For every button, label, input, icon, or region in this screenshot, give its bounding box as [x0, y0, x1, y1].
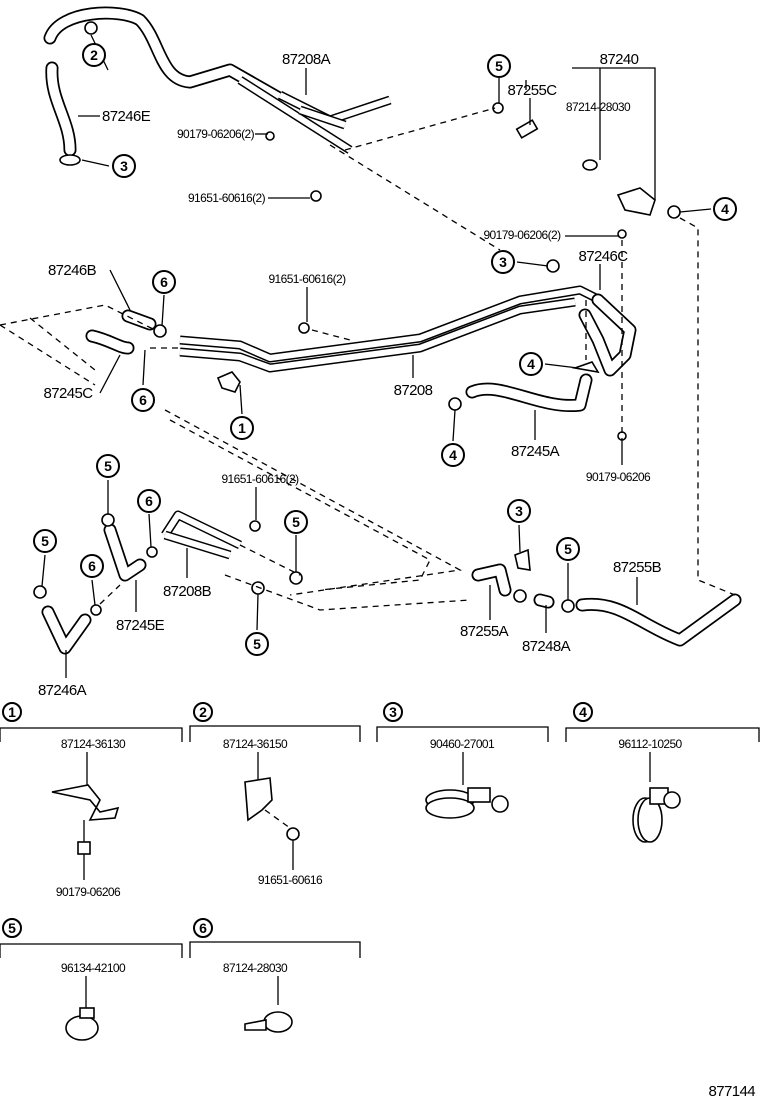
part-label: 87245C [44, 385, 94, 402]
callout-number: 3 [515, 503, 523, 519]
part-label: 91651-60616(2) [188, 191, 266, 205]
part-label: 87208B [163, 583, 212, 600]
part-label: 90179-06206 [586, 470, 651, 484]
callout-number: 5 [564, 541, 572, 557]
part-label: 87255C [508, 82, 558, 99]
legend-part: 87124-36150 [223, 737, 288, 751]
callout-number: 5 [41, 533, 49, 549]
legend-number: 4 [579, 704, 587, 720]
callout-number: 3 [120, 158, 128, 174]
callout-5: 5 [556, 537, 580, 561]
callout-5: 5 [245, 632, 269, 656]
legend-part: 87124-36130 [61, 737, 126, 751]
callout-6: 6 [137, 489, 161, 513]
clamps [33, 21, 681, 616]
part-label: 87248A [522, 638, 571, 655]
callout-number: 4 [527, 356, 535, 372]
callout-3: 3 [112, 154, 136, 178]
pipe-87208A [237, 76, 392, 154]
legend-part: 90179-06206 [56, 885, 121, 899]
part-label: 87245E [116, 617, 165, 634]
diagram-id: 877144 [709, 1083, 756, 1100]
callout-number: 5 [292, 514, 300, 530]
small-hoses-left [41, 309, 157, 655]
legend-part: 96134-42100 [61, 961, 126, 975]
callout-4: 4 [441, 443, 465, 467]
part-label: 87255A [460, 623, 509, 640]
callouts: 2 3 5 4 3 6 6 1 4 4 5 6 5 6 5 5 3 5 [33, 43, 737, 656]
callout-6: 6 [80, 554, 104, 578]
part-label: 87246C [579, 248, 629, 265]
top-hose-87246E [43, 6, 307, 157]
callout-6: 6 [152, 270, 176, 294]
part-label: 87208A [282, 51, 331, 68]
callout-number: 5 [104, 458, 112, 474]
legend-number: 6 [199, 920, 207, 936]
part-label: 90179-06206(2) [177, 127, 255, 141]
main-pipe-87208 [179, 285, 603, 373]
callout-4: 4 [713, 197, 737, 221]
callout-1: 1 [230, 416, 254, 440]
callout-number: 4 [721, 201, 729, 217]
legend-number: 1 [8, 704, 16, 720]
legend-number: 2 [199, 704, 207, 720]
callout-number: 6 [88, 558, 96, 574]
callout-number: 1 [238, 420, 246, 436]
part-label: 87246B [48, 262, 97, 279]
part-label: 91651-60616(2) [268, 272, 346, 286]
legend-6: 6 87124-28030 [189, 918, 361, 1033]
callout-number: 5 [495, 58, 503, 74]
legend-part: 90460-27001 [430, 737, 495, 751]
callout-5: 5 [284, 510, 308, 534]
legend-4: 4 96112-10250 [565, 702, 760, 843]
callout-3: 3 [507, 499, 531, 523]
part-label: 87255B [613, 559, 662, 576]
legend-5: 5 96134-42100 [0, 918, 183, 1041]
part-label: 87214-28030 [566, 100, 631, 114]
part-label: 91651-60616(2) [221, 472, 299, 486]
legend-part: 91651-60616 [258, 873, 323, 887]
leader-lines [41, 34, 712, 678]
callout-number: 5 [253, 636, 261, 652]
dashed-guides [0, 107, 736, 611]
callout-5: 5 [487, 54, 511, 78]
part-label: 87246E [102, 108, 151, 125]
part-label: 90179-06206(2) [483, 228, 561, 242]
callout-6: 6 [131, 388, 155, 412]
part-label: 87245A [511, 443, 560, 460]
part-label: 87240 [600, 51, 639, 68]
hose-87246C [578, 293, 637, 377]
callout-number: 4 [449, 447, 457, 463]
callout-number: 6 [145, 493, 153, 509]
callout-4: 4 [519, 352, 543, 376]
hose-87245A [465, 373, 593, 413]
callout-3: 3 [491, 250, 515, 274]
callout-number: 6 [139, 392, 147, 408]
pipe-87208B [161, 510, 242, 560]
callout-number: 6 [160, 274, 168, 290]
legend-3: 3 90460-27001 [376, 702, 549, 819]
legend-part: 87124-28030 [223, 961, 288, 975]
part-label: 87246A [38, 682, 87, 699]
legend-1: 1 87124-36130 90179-06206 [0, 702, 183, 899]
callout-number: 2 [90, 47, 98, 63]
legend-part: 96112-10250 [618, 737, 682, 751]
callout-5: 5 [33, 529, 57, 553]
callout-number: 3 [499, 254, 507, 270]
hoses-lower-right [471, 563, 742, 647]
legend-number: 3 [389, 704, 397, 720]
callout-2: 2 [82, 43, 106, 67]
legend-number: 5 [8, 920, 16, 936]
callout-5: 5 [96, 454, 120, 478]
part-label: 87208 [394, 382, 433, 399]
legend-2: 2 87124-36150 91651-60616 [189, 702, 361, 887]
